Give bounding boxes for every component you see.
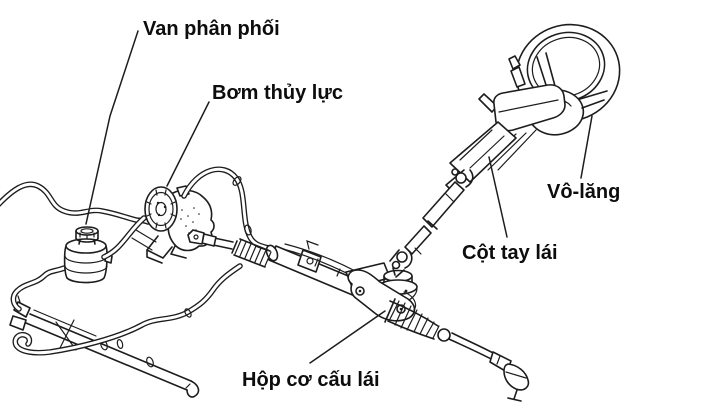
- hydraulic-hoses-drawing: [0, 181, 243, 356]
- suction-hose-drawing: [101, 215, 147, 260]
- leader-vo-lang: [580, 115, 593, 179]
- left-bellows: [231, 238, 272, 268]
- leader-cot-tay-lai: [488, 156, 508, 238]
- label-vo-lang: Vô-lăng: [547, 181, 620, 203]
- leader-van-phan-phoi: [85, 30, 139, 225]
- label-cot-tay-lai: Cột tay lái: [462, 242, 558, 264]
- right-bellows: [384, 298, 440, 340]
- label-bom-thuy-luc: Bơm thủy lực: [212, 82, 343, 104]
- oil-cooler-drawing: [9, 295, 200, 398]
- fluid-reservoir-drawing: [63, 226, 113, 284]
- steering-column-drawing: [389, 55, 566, 278]
- left-tie-rod: [187, 229, 234, 250]
- pump-pulley: [144, 186, 178, 232]
- leader-bom-thuy-luc: [166, 101, 210, 187]
- labels: Van phân phối Bơm thủy lực Vô-lăng Cột t…: [143, 18, 620, 391]
- right-tie-rod: [437, 328, 530, 402]
- label-van-phan-phoi: Van phân phối: [143, 18, 280, 40]
- hydraulic-pump-drawing: [131, 185, 215, 264]
- leader-hop-co-cau-lai: [309, 310, 386, 364]
- pressure-hose-drawing: [181, 166, 280, 254]
- steering-rack-drawing: [187, 229, 530, 402]
- leader-lines: [85, 30, 593, 364]
- label-hop-co-cau-lai: Hộp cơ cấu lái: [242, 369, 380, 391]
